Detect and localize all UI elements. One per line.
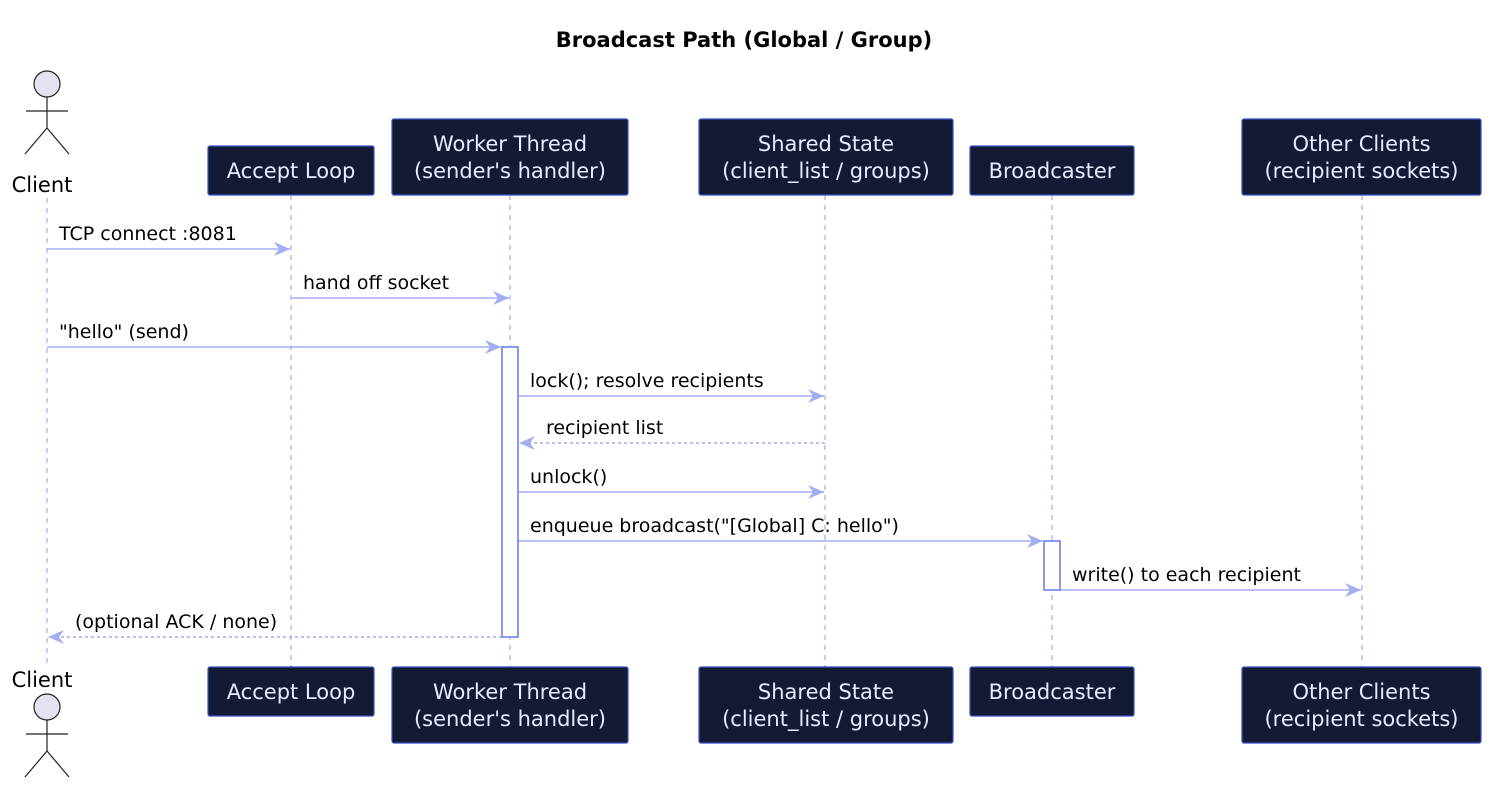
participant-shared-top: Shared State (client_list / groups)	[698, 118, 954, 196]
message-4: lock(); resolve recipients	[518, 370, 824, 403]
message-label: lock(); resolve recipients	[530, 370, 764, 392]
participant-box	[1241, 666, 1482, 744]
participant-label: Worker Thread	[433, 680, 587, 704]
message-label: enqueue broadcast("[Global] C: hello")	[530, 515, 899, 537]
participant-others-bottom: Other Clients (recipient sockets)	[1241, 666, 1482, 744]
participant-box	[1241, 118, 1482, 196]
participant-label: (sender's handler)	[414, 159, 606, 183]
messages: TCP connect :8081 hand off socket "hello" …	[47, 223, 1361, 644]
message-2: hand off socket	[291, 272, 509, 305]
participant-client-bottom: Client	[12, 668, 73, 778]
participant-box	[698, 118, 954, 196]
message-label: hand off socket	[303, 272, 449, 294]
participant-broadcaster-bottom: Broadcaster	[969, 666, 1135, 717]
message-label: "hello" (send)	[59, 321, 189, 343]
actor-label: Client	[12, 173, 73, 197]
participant-label: (recipient sockets)	[1264, 707, 1458, 731]
message-label: TCP connect :8081	[58, 223, 237, 245]
message-7: enqueue broadcast("[Global] C: hello")	[518, 515, 1043, 548]
participant-label: Accept Loop	[227, 680, 356, 704]
participant-accept-top: Accept Loop	[207, 145, 375, 196]
participant-label: Shared State	[758, 132, 894, 156]
participant-box	[969, 666, 1135, 717]
message-label: unlock()	[530, 466, 607, 488]
participant-box	[391, 666, 629, 744]
participant-worker-bottom: Worker Thread (sender's handler)	[391, 666, 629, 744]
participant-box	[698, 666, 954, 744]
actor-leg	[24, 750, 48, 778]
participant-label: Worker Thread	[433, 132, 587, 156]
participant-box	[969, 145, 1135, 196]
message-3: "hello" (send)	[47, 321, 501, 354]
actor-icon	[33, 70, 61, 98]
diagram-title: Broadcast Path (Global / Group)	[556, 28, 933, 52]
participant-label: Other Clients	[1292, 132, 1430, 156]
participant-shared-bottom: Shared State (client_list / groups)	[698, 666, 954, 744]
message-label: (optional ACK / none)	[75, 611, 277, 633]
participant-label: Accept Loop	[227, 159, 356, 183]
participant-box	[207, 145, 375, 196]
message-label: write() to each recipient	[1072, 564, 1301, 586]
actor-icon	[33, 693, 61, 721]
participant-others-top: Other Clients (recipient sockets)	[1241, 118, 1482, 196]
activation-bars	[501, 346, 1061, 638]
participant-label: Other Clients	[1292, 680, 1430, 704]
participant-worker-top: Worker Thread (sender's handler)	[391, 118, 629, 196]
message-label: recipient list	[546, 417, 663, 439]
participant-label: (recipient sockets)	[1264, 159, 1458, 183]
participant-box	[391, 118, 629, 196]
activation-broadcaster	[1043, 540, 1061, 591]
message-8: write() to each recipient	[1060, 564, 1361, 597]
actor-leg	[24, 127, 48, 155]
actor-leg	[46, 750, 70, 778]
message-1: TCP connect :8081	[47, 223, 290, 256]
participant-label: (client_list / groups)	[722, 159, 930, 184]
participant-accept-bottom: Accept Loop	[207, 666, 375, 717]
participant-broadcaster-top: Broadcaster	[969, 145, 1135, 196]
participant-box	[207, 666, 375, 717]
actor-label: Client	[12, 668, 73, 692]
participant-heads-top: Client Accept Loop Worker Thread (sender's …	[12, 70, 1482, 197]
participant-label: Shared State	[758, 680, 894, 704]
participant-label: Broadcaster	[989, 680, 1116, 704]
participant-label: (sender's handler)	[414, 707, 606, 731]
message-9: (optional ACK / none)	[48, 611, 502, 644]
activation-worker	[501, 346, 519, 638]
lifelines	[46, 195, 1363, 667]
message-5: recipient list	[519, 417, 825, 450]
participant-client-top: Client	[12, 70, 73, 197]
participant-label: (client_list / groups)	[722, 707, 930, 732]
participant-label: Broadcaster	[989, 159, 1116, 183]
actor-leg	[46, 127, 70, 155]
message-6: unlock()	[518, 466, 824, 499]
